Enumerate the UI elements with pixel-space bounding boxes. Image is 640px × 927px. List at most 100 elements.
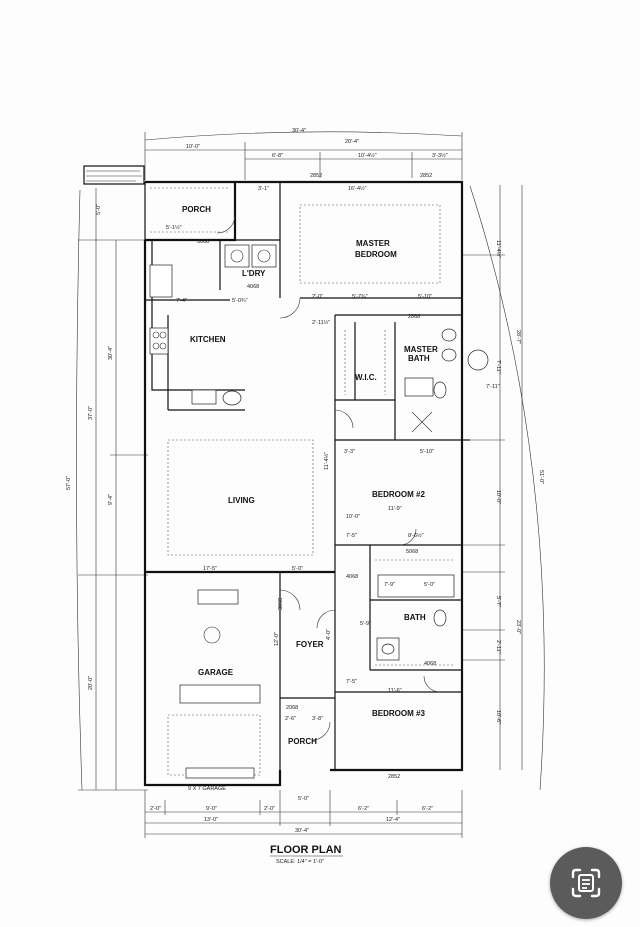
dim-top-right: 20'-4" bbox=[345, 139, 359, 145]
dim-7-4: 7'-4" bbox=[176, 298, 187, 304]
dim-right-7-11: 7'-11" bbox=[495, 360, 501, 374]
dim-right-11: 11'-4½" bbox=[495, 240, 502, 258]
dim-top-c: 3'-3½" bbox=[432, 152, 448, 159]
garage-door-label: 9 X 7 GARAGE bbox=[188, 786, 226, 792]
window-2852-c: 2852 bbox=[388, 774, 400, 780]
label-foyer: FOYER bbox=[296, 640, 324, 649]
plan-scale: SCALE: 1/4" = 1'-0" bbox=[276, 859, 324, 865]
exterior-walls bbox=[143, 180, 470, 787]
label-porch-bottom: PORCH bbox=[288, 737, 317, 746]
dim-8-6: 8'-6½" bbox=[408, 532, 424, 539]
dim-porch-width: 5'-1½" bbox=[166, 224, 182, 231]
window-2852-b: 2852 bbox=[420, 173, 432, 179]
label-bedroom-3: BEDROOM #3 bbox=[372, 709, 425, 718]
dim-bot-c: 2'-0" bbox=[264, 806, 275, 812]
dim-10-0-inner: 10'-0" bbox=[346, 514, 360, 520]
plan-title: FLOOR PLAN bbox=[270, 844, 342, 856]
dim-right-10: 10'-0" bbox=[495, 490, 501, 504]
dim-bot-overall: 30'-4" bbox=[295, 828, 309, 834]
left-dimensions: 57'-0" 37'-0" 30'-4" 9'-4" 20'-0" 5'-0" bbox=[66, 188, 148, 791]
dim-4-0: 4'-0" bbox=[326, 629, 332, 640]
dim-bed2-width: 11'-9" bbox=[388, 506, 402, 512]
bottom-dimensions: 2'-0" 9'-0" 2'-0" 6'-2" 6'-2" 13'-0" 5'-… bbox=[144, 790, 463, 838]
dim-5-0: 5'-0¾" bbox=[232, 298, 248, 304]
dim-11-6: 11'-6" bbox=[388, 688, 402, 694]
dim-5-10: 5'-10" bbox=[418, 294, 432, 300]
dim-right-total: 51'-0" bbox=[538, 470, 544, 484]
label-bath: BATH bbox=[404, 613, 426, 622]
dim-bot-f: 13'-0" bbox=[204, 817, 218, 823]
dim-right-5-7: 5'-7" bbox=[495, 596, 501, 607]
dim-5-9: 5'-9" bbox=[360, 621, 371, 627]
window-2852-a: 2852 bbox=[310, 173, 322, 179]
door-4068-c: 4068 bbox=[346, 574, 358, 580]
dim-bot-b: 9'-0" bbox=[206, 806, 217, 812]
dim-12-0: 12'-0" bbox=[274, 632, 280, 646]
dim-living-width: 17'-5" bbox=[203, 566, 217, 572]
dim-right-2-11: 2'-11" bbox=[495, 640, 501, 654]
dim-2-6: 2'-6" bbox=[285, 716, 296, 722]
dim-2-11: 2'-11½" bbox=[312, 319, 330, 326]
document-scan-icon bbox=[571, 868, 601, 898]
dim-right-10-6: 10'-6" bbox=[495, 710, 501, 724]
dim-3-8: 3'-8" bbox=[312, 716, 323, 722]
dim-5-0c: 5'-0" bbox=[424, 582, 435, 588]
door-5068: 5068 bbox=[406, 549, 418, 555]
dim-left-37: 37'-0" bbox=[88, 406, 94, 420]
label-master-bath-1: MASTER bbox=[404, 345, 438, 354]
dim-7-5: 7'-5" bbox=[346, 533, 357, 539]
dim-7-5b: 7'-5" bbox=[346, 679, 357, 685]
interior-walls bbox=[145, 182, 462, 770]
door-3068-a: 3068 bbox=[197, 239, 209, 245]
dim-left-total: 57'-0" bbox=[66, 476, 72, 490]
dim-left-9: 9'-4" bbox=[108, 494, 114, 505]
door-3068-b: 3068 bbox=[278, 598, 284, 610]
dim-bot-d: 6'-2" bbox=[358, 806, 369, 812]
note-box bbox=[83, 165, 145, 185]
label-kitchen: KITCHEN bbox=[190, 335, 226, 344]
dim-3-3: 3'-3" bbox=[344, 449, 355, 455]
dim-3-1: 3'-1" bbox=[258, 186, 269, 192]
label-laundry: L'DRY bbox=[242, 269, 266, 278]
dim-left-20: 20'-0" bbox=[88, 676, 94, 690]
dim-7-11-fixture: 7'-11" bbox=[486, 384, 500, 390]
label-bedroom-2: BEDROOM #2 bbox=[372, 490, 425, 499]
label-master-bath-2: BATH bbox=[408, 354, 430, 363]
dim-5-10b: 5'-10" bbox=[420, 449, 434, 455]
dim-5-0b: 5'-0" bbox=[292, 566, 303, 572]
top-dimensions: 30'-4" 10'-0" 20'-4" 6'-8" 10'-4½" 3'-3½… bbox=[144, 128, 463, 180]
interior-dimensions: 16'-4½" 5'-1½" 3068 3'-1" 7'-4" 5'-0¾" 4… bbox=[166, 185, 500, 792]
label-master-bedroom-2: BEDROOM bbox=[355, 250, 397, 259]
dim-5-0-top: 5'-0" bbox=[96, 204, 102, 215]
room-labels: PORCH L'DRY MASTER BEDROOM KITCHEN W.I.C… bbox=[182, 205, 438, 746]
dim-top-b: 10'-4½" bbox=[358, 152, 377, 159]
label-master-bedroom-1: MASTER bbox=[356, 239, 390, 248]
dim-bot-h: 12'-4" bbox=[386, 817, 400, 823]
dim-overall-top: 30'-4" bbox=[292, 128, 306, 134]
dim-11-4-inner: 11'-4½" bbox=[323, 452, 330, 470]
label-porch-top: PORCH bbox=[182, 205, 211, 214]
dim-right-23: 23'-0" bbox=[515, 620, 521, 634]
dim-right-28: 28'-7" bbox=[515, 330, 521, 344]
dim-top-left: 10'-0" bbox=[186, 144, 200, 150]
dim-top-a: 6'-8" bbox=[272, 153, 283, 159]
dim-master-width: 16'-4½" bbox=[348, 185, 367, 192]
label-garage: GARAGE bbox=[198, 668, 234, 677]
right-dimensions: 51'-0" 28'-7" 23'-0" 11'-4½" 7'-11" 10'-… bbox=[462, 185, 545, 791]
dim-bot-g: 5'-0" bbox=[298, 796, 309, 802]
door-4068-b: 4068 bbox=[424, 661, 436, 667]
dim-7-9: 7'-9" bbox=[384, 582, 395, 588]
door-2868: 2868 bbox=[408, 314, 420, 320]
dim-2-0: 2'-0" bbox=[312, 294, 323, 300]
dim-bot-e: 6'-2" bbox=[422, 806, 433, 812]
dim-bot-a: 2'-0" bbox=[150, 806, 161, 812]
label-living: LIVING bbox=[228, 496, 255, 505]
door-4068-a: 4068 bbox=[247, 284, 259, 290]
document-scan-button[interactable] bbox=[550, 847, 622, 919]
door-2068: 2068 bbox=[286, 705, 298, 711]
dim-left-30: 30'-4" bbox=[108, 346, 114, 360]
label-wic: W.I.C. bbox=[355, 373, 377, 382]
dim-5-7: 5'-7¾" bbox=[352, 294, 368, 300]
fixtures bbox=[149, 187, 489, 779]
